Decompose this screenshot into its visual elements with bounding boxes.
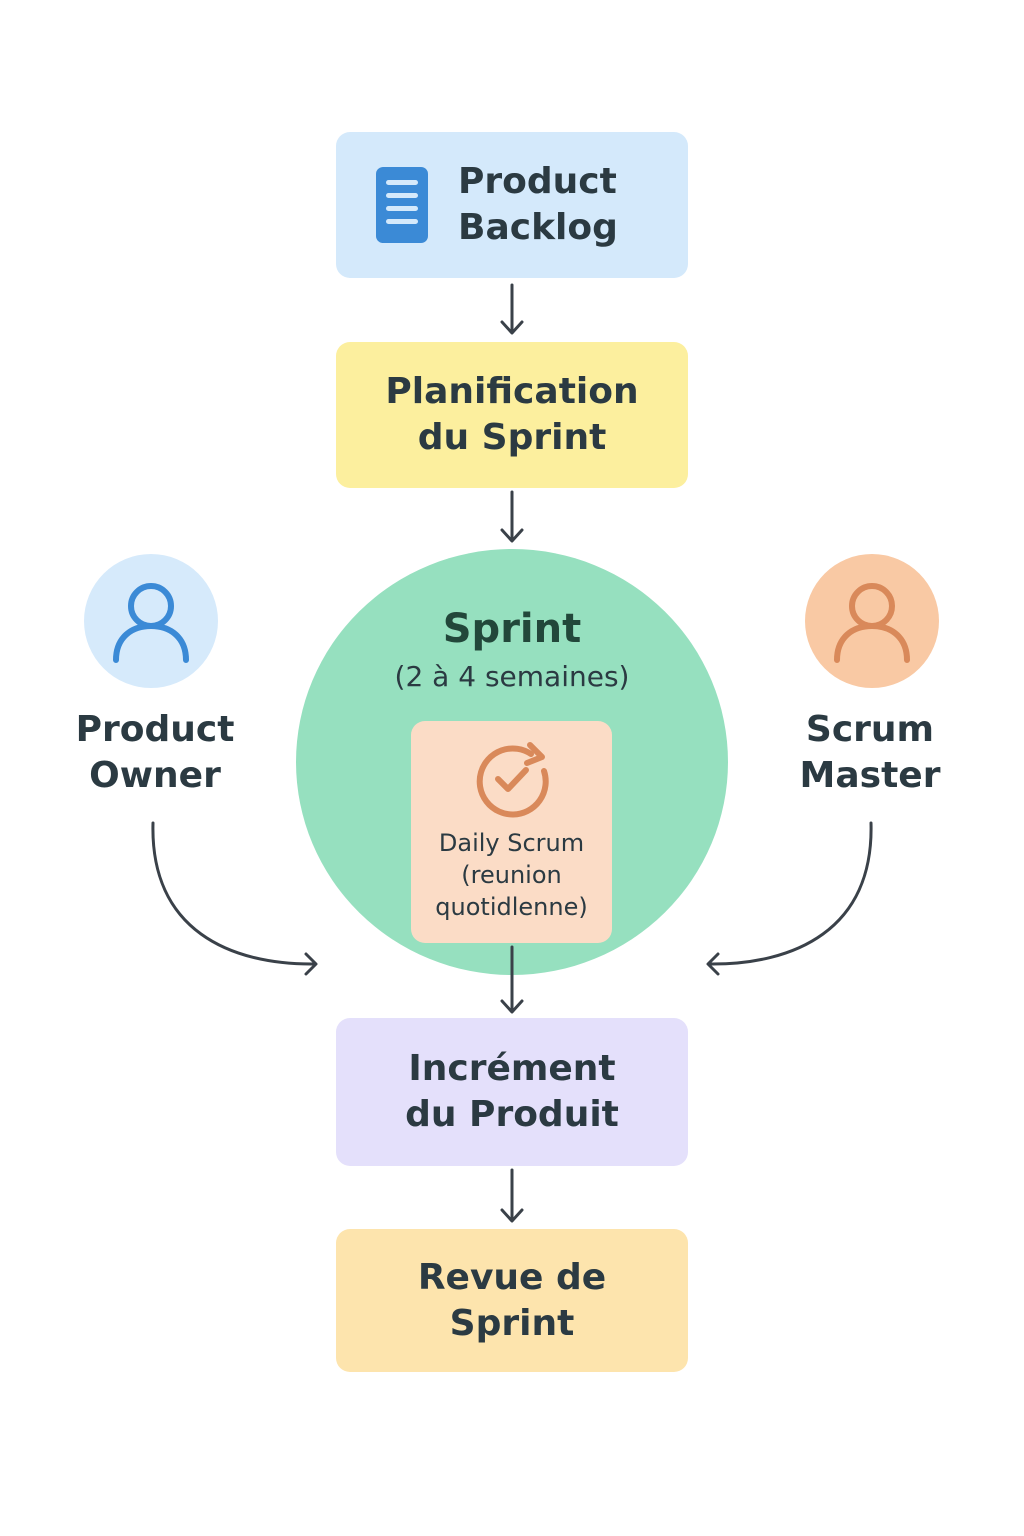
product-increment-node: Incrément du Produit [336,1018,688,1166]
user-icon [113,583,189,663]
scrum-master-avatar [805,554,939,688]
daily-scrum-label: Daily Scrum (reunion quotidlenne) [435,829,588,921]
sprint-review-label: Revue de Sprint [417,1256,607,1344]
product-backlog-node: Product Backlog [336,132,688,278]
scrum-master-label: Scrum Master [799,709,941,796]
refresh-check-icon [476,742,549,818]
sprint-review-node: Revue de Sprint [336,1229,688,1372]
sprint-title: Sprint [442,606,582,652]
product-owner-label: Product Owner [75,709,235,796]
arrow-product-owner-to-sprint [151,821,318,976]
arrow-increment-to-review [500,1168,524,1223]
arrow-sprint-to-increment [500,945,524,1014]
arrow-scrum-master-to-sprint [706,821,873,976]
user-icon [834,583,910,663]
product-increment-label: Incrément du Produit [405,1048,619,1135]
arrow-backlog-to-planning [500,283,524,335]
product-owner-avatar [84,554,218,688]
sprint-planning-label: Planification du Sprint [385,371,639,458]
sprint-planning-node: Planification du Sprint [336,342,688,488]
document-list-icon [376,167,428,243]
daily-scrum-node: Daily Scrum (reunion quotidlenne) [411,721,612,943]
arrow-planning-to-sprint [500,490,524,543]
product-backlog-label: Product Backlog [458,161,618,248]
sprint-duration: (2 à 4 semaines) [394,660,630,693]
